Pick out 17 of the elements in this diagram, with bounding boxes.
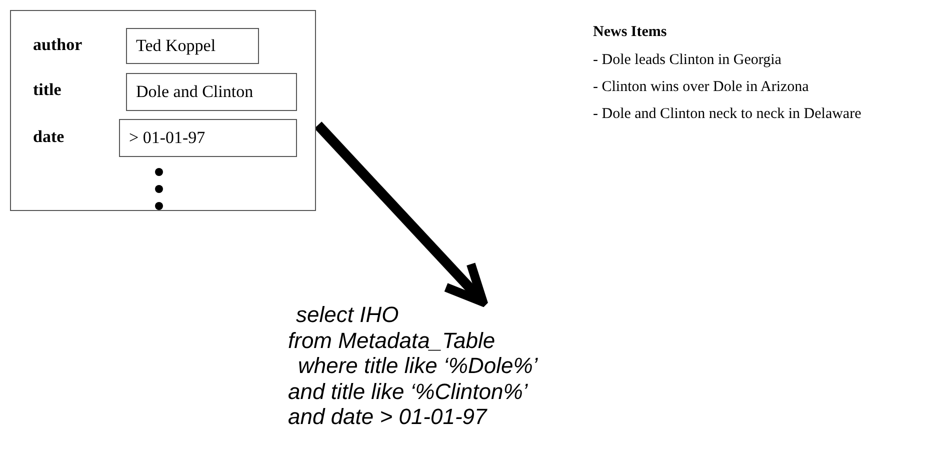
- arrow: [314, 122, 488, 306]
- field-label: date: [33, 126, 64, 148]
- query-line: and title like ‘%Clinton%’: [288, 378, 528, 404]
- news-item: - Dole leads Clinton in Georgia: [593, 52, 782, 68]
- form-panel: [10, 10, 316, 211]
- input-field: > 01-01-97: [119, 119, 297, 157]
- list-heading: News Items: [593, 24, 668, 40]
- news-item: - Dole and Clinton neck to neck in Delaware: [593, 106, 862, 122]
- field-label: author: [33, 34, 82, 56]
- input-field: Ted Koppel: [126, 28, 259, 64]
- input-field: Dole and Clinton: [126, 73, 297, 111]
- query-line: and date > 01-01-97: [288, 404, 487, 430]
- query-line: select IHO: [296, 302, 399, 328]
- query-line: from Metadata_Table: [288, 328, 496, 353]
- field-label: title: [33, 79, 62, 101]
- query-line: where title like ‘%Dole%’: [298, 353, 538, 378]
- news-item: - Clinton wins over Dole in Arizona: [593, 79, 810, 95]
